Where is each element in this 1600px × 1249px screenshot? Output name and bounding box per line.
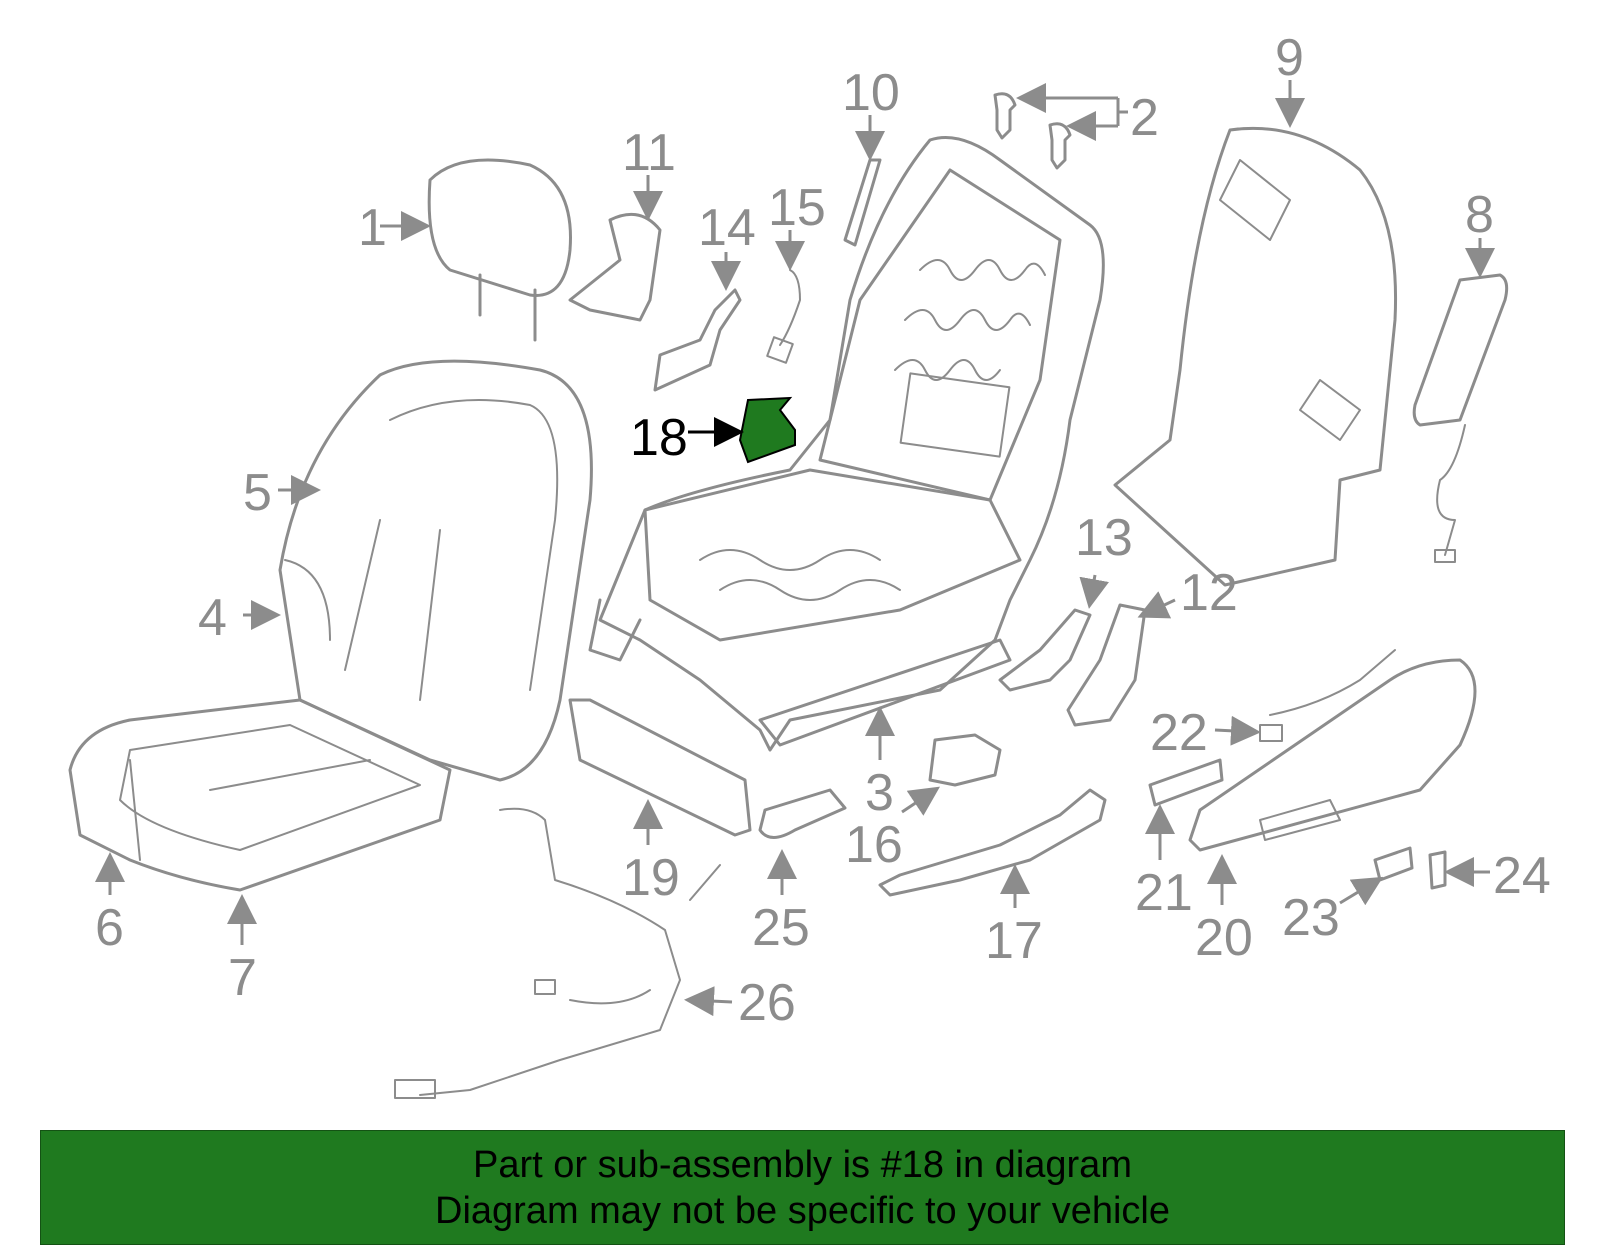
seat-cushion-part: [68, 698, 452, 892]
harness-22-part: [1259, 649, 1396, 742]
seatback-board-part: [1113, 126, 1398, 587]
leader-lines: [95, 80, 1495, 1017]
trim-strip-part: [568, 698, 752, 837]
callout-19: 19: [622, 849, 680, 907]
knob-23-part: [1373, 846, 1414, 882]
bracket-16-part: [928, 733, 1002, 787]
seatback-cover-part: [278, 359, 593, 782]
callout-13: 13: [1075, 509, 1133, 567]
callout-5: 5: [243, 464, 272, 522]
knob-24-part: [1428, 850, 1447, 890]
callout-14: 14: [698, 199, 756, 257]
info-banner: Part or sub-assembly is #18 in diagram D…: [40, 1130, 1565, 1245]
wire-harness-part: [394, 807, 721, 1099]
callout-25: 25: [752, 899, 810, 957]
finisher-14-part: [653, 288, 742, 392]
callout-labels: 1 2 3 4 5 6 7 8 9 10 11 12 13 14 15 16 1…: [95, 29, 1551, 1032]
callout-10: 10: [842, 64, 900, 122]
callout-1: 1: [358, 199, 387, 257]
callout-20: 20: [1195, 909, 1253, 967]
callout-9: 9: [1275, 29, 1304, 87]
banner-line-part-number: Part or sub-assembly is #18 in diagram: [473, 1143, 1132, 1186]
seat-frame-part: [588, 136, 1105, 752]
airbag-module-part: [1412, 273, 1509, 563]
callout-24: 24: [1493, 847, 1551, 905]
switch-21-part: [1148, 758, 1224, 807]
callout-6: 6: [95, 899, 124, 957]
finisher-part: [568, 212, 662, 322]
callout-12: 12: [1180, 564, 1238, 622]
callout-18: 18: [630, 409, 688, 467]
cap-25-part: [758, 788, 847, 839]
highlighted-part-18: [738, 396, 796, 464]
headrest-part: [427, 158, 572, 342]
callout-4: 4: [198, 589, 227, 647]
callout-15: 15: [768, 179, 826, 237]
banner-line-disclaimer: Diagram may not be specific to your vehi…: [435, 1189, 1170, 1232]
callout-22: 22: [1150, 704, 1208, 762]
callout-3: 3: [865, 764, 894, 822]
bracket-12-part: [1066, 603, 1147, 727]
cable-15-part: [766, 269, 801, 364]
callout-7: 7: [228, 949, 257, 1007]
lower-finisher-part: [878, 788, 1107, 897]
callout-26: 26: [738, 974, 796, 1032]
side-finisher-part: [1188, 658, 1477, 852]
bracket-13-part: [998, 608, 1092, 692]
callout-21: 21: [1135, 864, 1193, 922]
callout-8: 8: [1465, 186, 1494, 244]
callout-23: 23: [1282, 889, 1340, 947]
callout-17: 17: [985, 912, 1043, 970]
clip-part: [993, 92, 1072, 170]
callout-11: 11: [622, 124, 676, 182]
callout-2: 2: [1130, 89, 1159, 147]
callout-16: 16: [845, 816, 903, 874]
